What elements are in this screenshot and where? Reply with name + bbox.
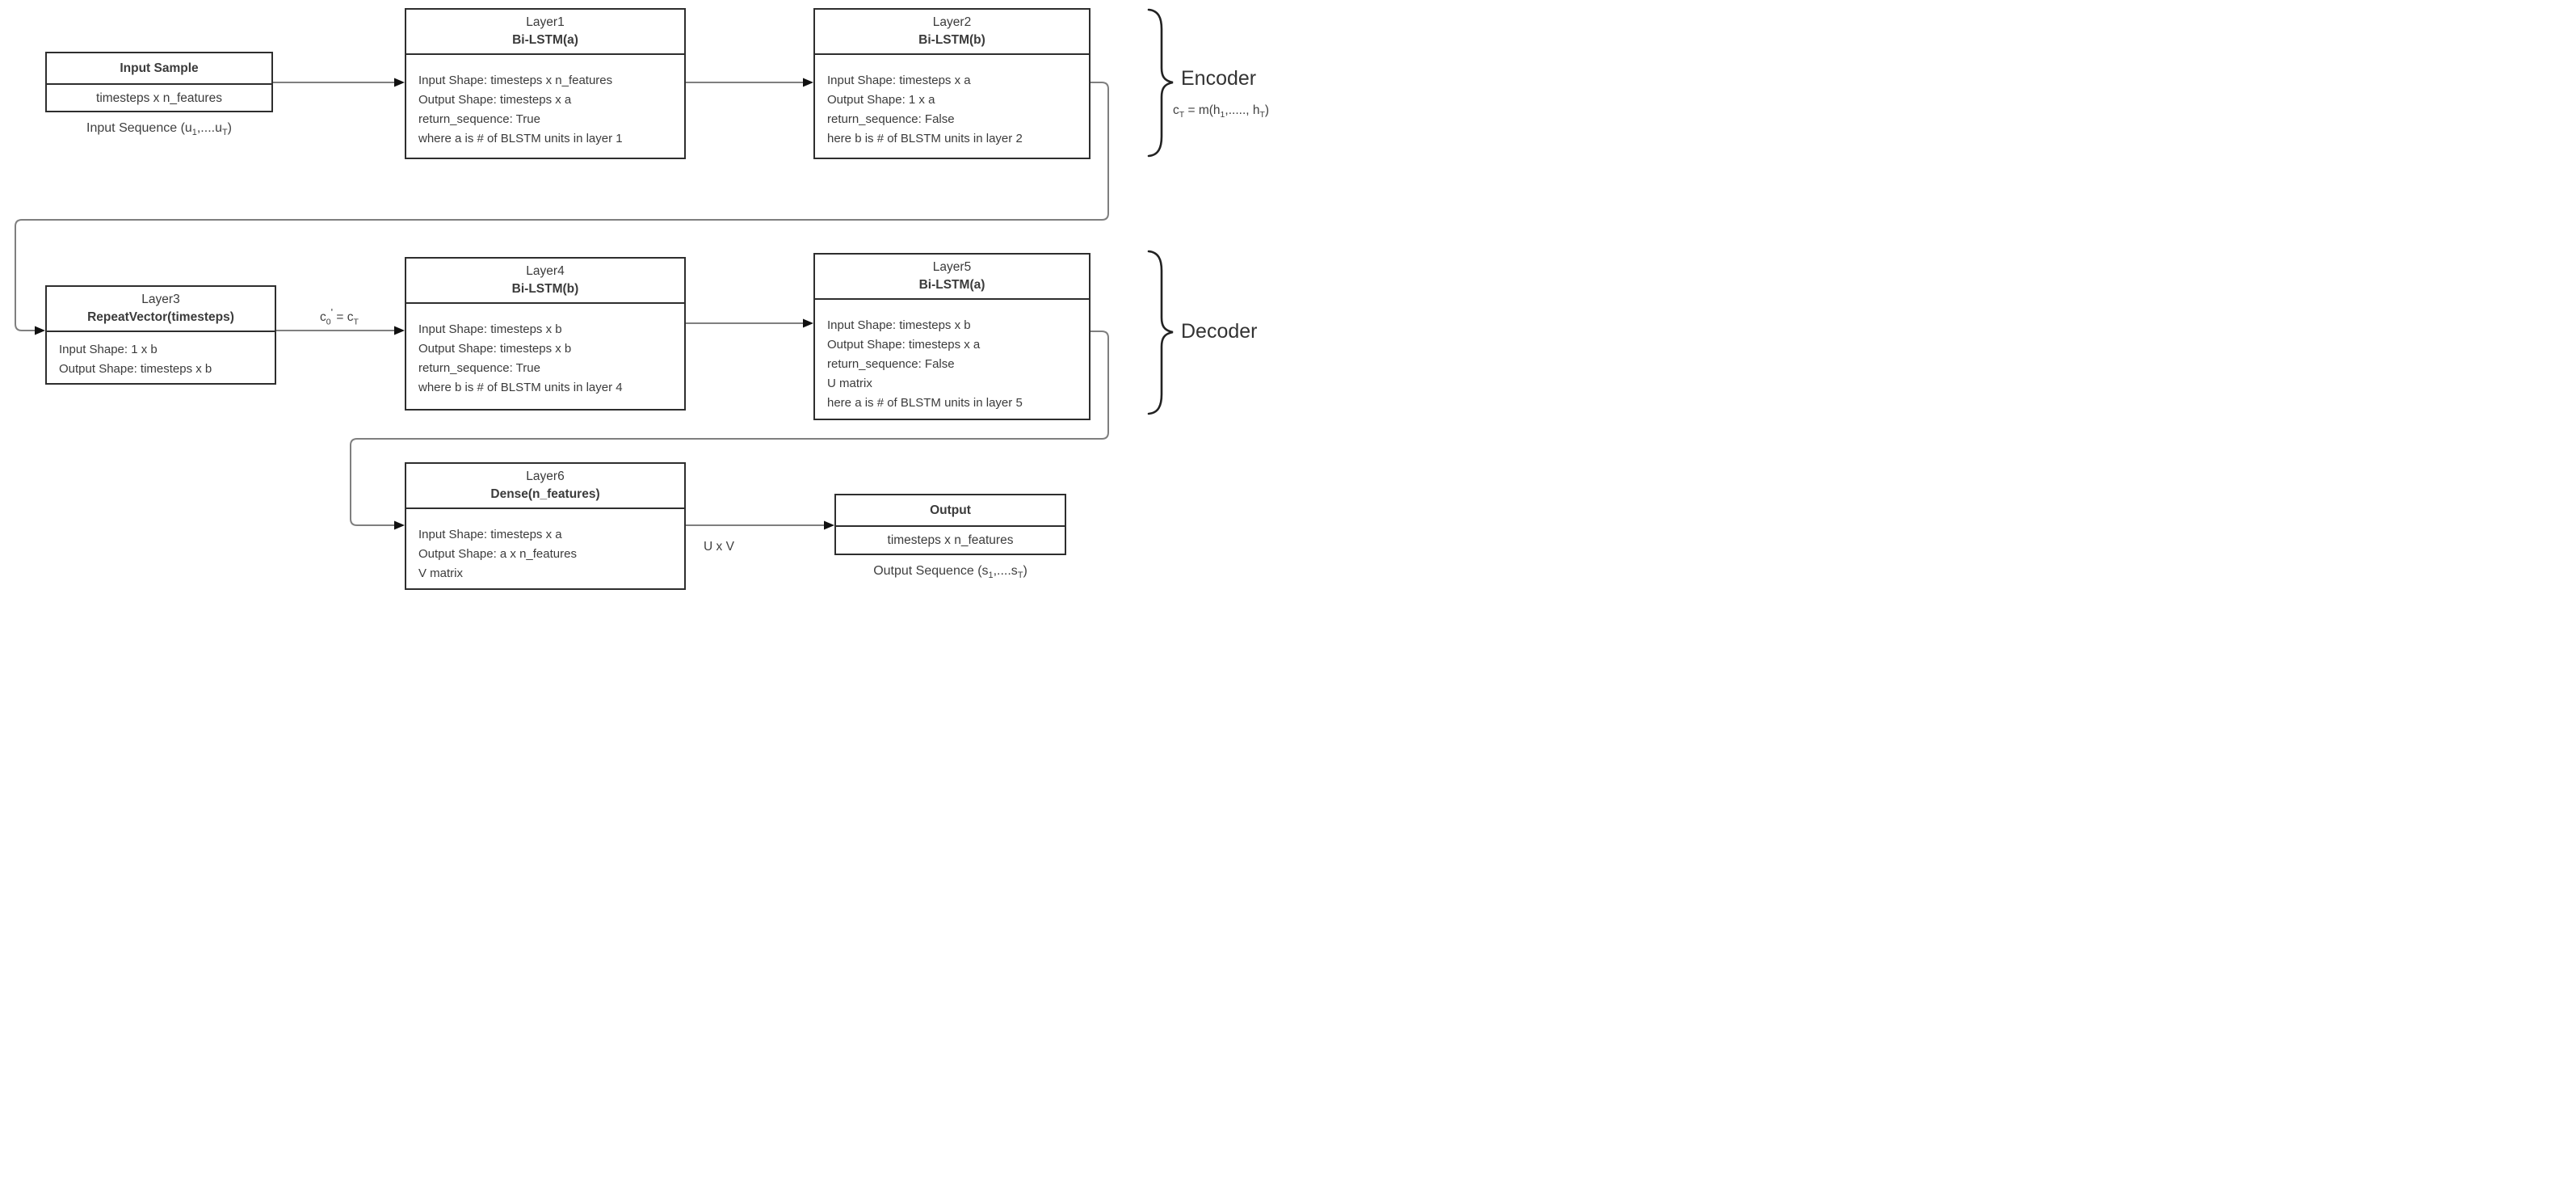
arrow-input-to-layer1 bbox=[273, 78, 405, 87]
input-sample-box: Input Sample timesteps x n_features bbox=[45, 52, 273, 112]
layer4-line: Input Shape: timesteps x b bbox=[418, 322, 562, 336]
layer6-box: Layer6 Dense(n_features) Input Shape: ti… bbox=[405, 462, 686, 590]
layer1-name: Layer1 bbox=[526, 15, 565, 29]
input-sample-shape: timesteps x n_features bbox=[96, 91, 222, 105]
layer5-line: U matrix bbox=[827, 377, 872, 390]
layer2-type: Bi-LSTM(b) bbox=[918, 33, 985, 47]
layer3-type: RepeatVector(timesteps) bbox=[87, 310, 234, 324]
layer3-line: Input Shape: 1 x b bbox=[59, 343, 158, 356]
layer5-line: Output Shape: timesteps x a bbox=[827, 338, 981, 352]
layer2-box: Layer2 Bi-LSTM(b) Input Shape: timesteps… bbox=[813, 8, 1090, 159]
layer1-box: Layer1 Bi-LSTM(a) Input Shape: timesteps… bbox=[405, 8, 686, 159]
layer4-box: Layer4 Bi-LSTM(b) Input Shape: timesteps… bbox=[405, 257, 686, 411]
output-shape: timesteps x n_features bbox=[887, 533, 1014, 547]
layer1-line: Output Shape: timesteps x a bbox=[418, 93, 572, 107]
layer5-type: Bi-LSTM(a) bbox=[918, 278, 985, 292]
input-sequence-caption: Input Sequence (u1,....uT) bbox=[86, 121, 232, 138]
layer6-name: Layer6 bbox=[526, 470, 565, 483]
layer4-type: Bi-LSTM(b) bbox=[511, 282, 579, 296]
encoder-label: Encoder bbox=[1181, 67, 1257, 90]
layer2-line: return_sequence: False bbox=[827, 112, 955, 126]
lstm-autoencoder-diagram: Input Sample timesteps x n_features Inpu… bbox=[0, 0, 1288, 598]
output-sequence-caption: Output Sequence (s1,....sT) bbox=[873, 564, 1027, 581]
layer4-line: return_sequence: True bbox=[418, 361, 540, 375]
layer3-name: Layer3 bbox=[141, 293, 180, 306]
layer1-line: Input Shape: timesteps x n_features bbox=[418, 74, 613, 87]
layer5-box: Layer5 Bi-LSTM(a) Input Shape: timesteps… bbox=[813, 253, 1090, 420]
layer5-name: Layer5 bbox=[932, 260, 972, 274]
output-box: Output timesteps x n_features bbox=[834, 494, 1066, 555]
layer3-box: Layer3 RepeatVector(timesteps) Input Sha… bbox=[45, 285, 276, 385]
layer6-line: V matrix bbox=[418, 566, 464, 580]
layer5-line: return_sequence: False bbox=[827, 357, 955, 371]
layer6-type: Dense(n_features) bbox=[490, 487, 600, 501]
layer2-line: Input Shape: timesteps x a bbox=[827, 74, 971, 87]
arrow-layer6-to-output bbox=[686, 520, 834, 530]
encoder-formula: cT = m(h1,....., hT) bbox=[1173, 103, 1270, 120]
layer5-line: here a is # of BLSTM units in layer 5 bbox=[827, 396, 1023, 410]
layer1-line: return_sequence: True bbox=[418, 112, 540, 126]
layer4-name: Layer4 bbox=[526, 264, 565, 278]
layer2-line: here b is # of BLSTM units in layer 2 bbox=[827, 132, 1023, 145]
encoder-brace bbox=[1147, 8, 1174, 158]
decoder-label: Decoder bbox=[1181, 320, 1258, 343]
layer2-line: Output Shape: 1 x a bbox=[827, 93, 935, 107]
context-vector-label: c0' = cT bbox=[320, 306, 359, 327]
arrow-layer3-to-layer4 bbox=[276, 326, 405, 335]
layer5-line: Input Shape: timesteps x b bbox=[827, 318, 971, 332]
input-sample-title: Input Sample bbox=[120, 61, 199, 75]
decoder-brace bbox=[1147, 250, 1174, 415]
arrow-layer1-to-layer2 bbox=[686, 78, 813, 87]
layer6-line: Output Shape: a x n_features bbox=[418, 547, 577, 561]
layer1-line: where a is # of BLSTM units in layer 1 bbox=[418, 132, 623, 145]
arrow-layer4-to-layer5 bbox=[686, 318, 813, 328]
uxv-label: U x V bbox=[704, 540, 734, 554]
layer4-line: Output Shape: timesteps x b bbox=[418, 342, 572, 356]
layer4-line: where b is # of BLSTM units in layer 4 bbox=[418, 381, 623, 394]
layer3-line: Output Shape: timesteps x b bbox=[59, 362, 212, 376]
layer1-type: Bi-LSTM(a) bbox=[512, 33, 578, 47]
layer2-name: Layer2 bbox=[932, 15, 972, 29]
layer6-line: Input Shape: timesteps x a bbox=[418, 528, 562, 541]
output-title: Output bbox=[930, 503, 971, 517]
